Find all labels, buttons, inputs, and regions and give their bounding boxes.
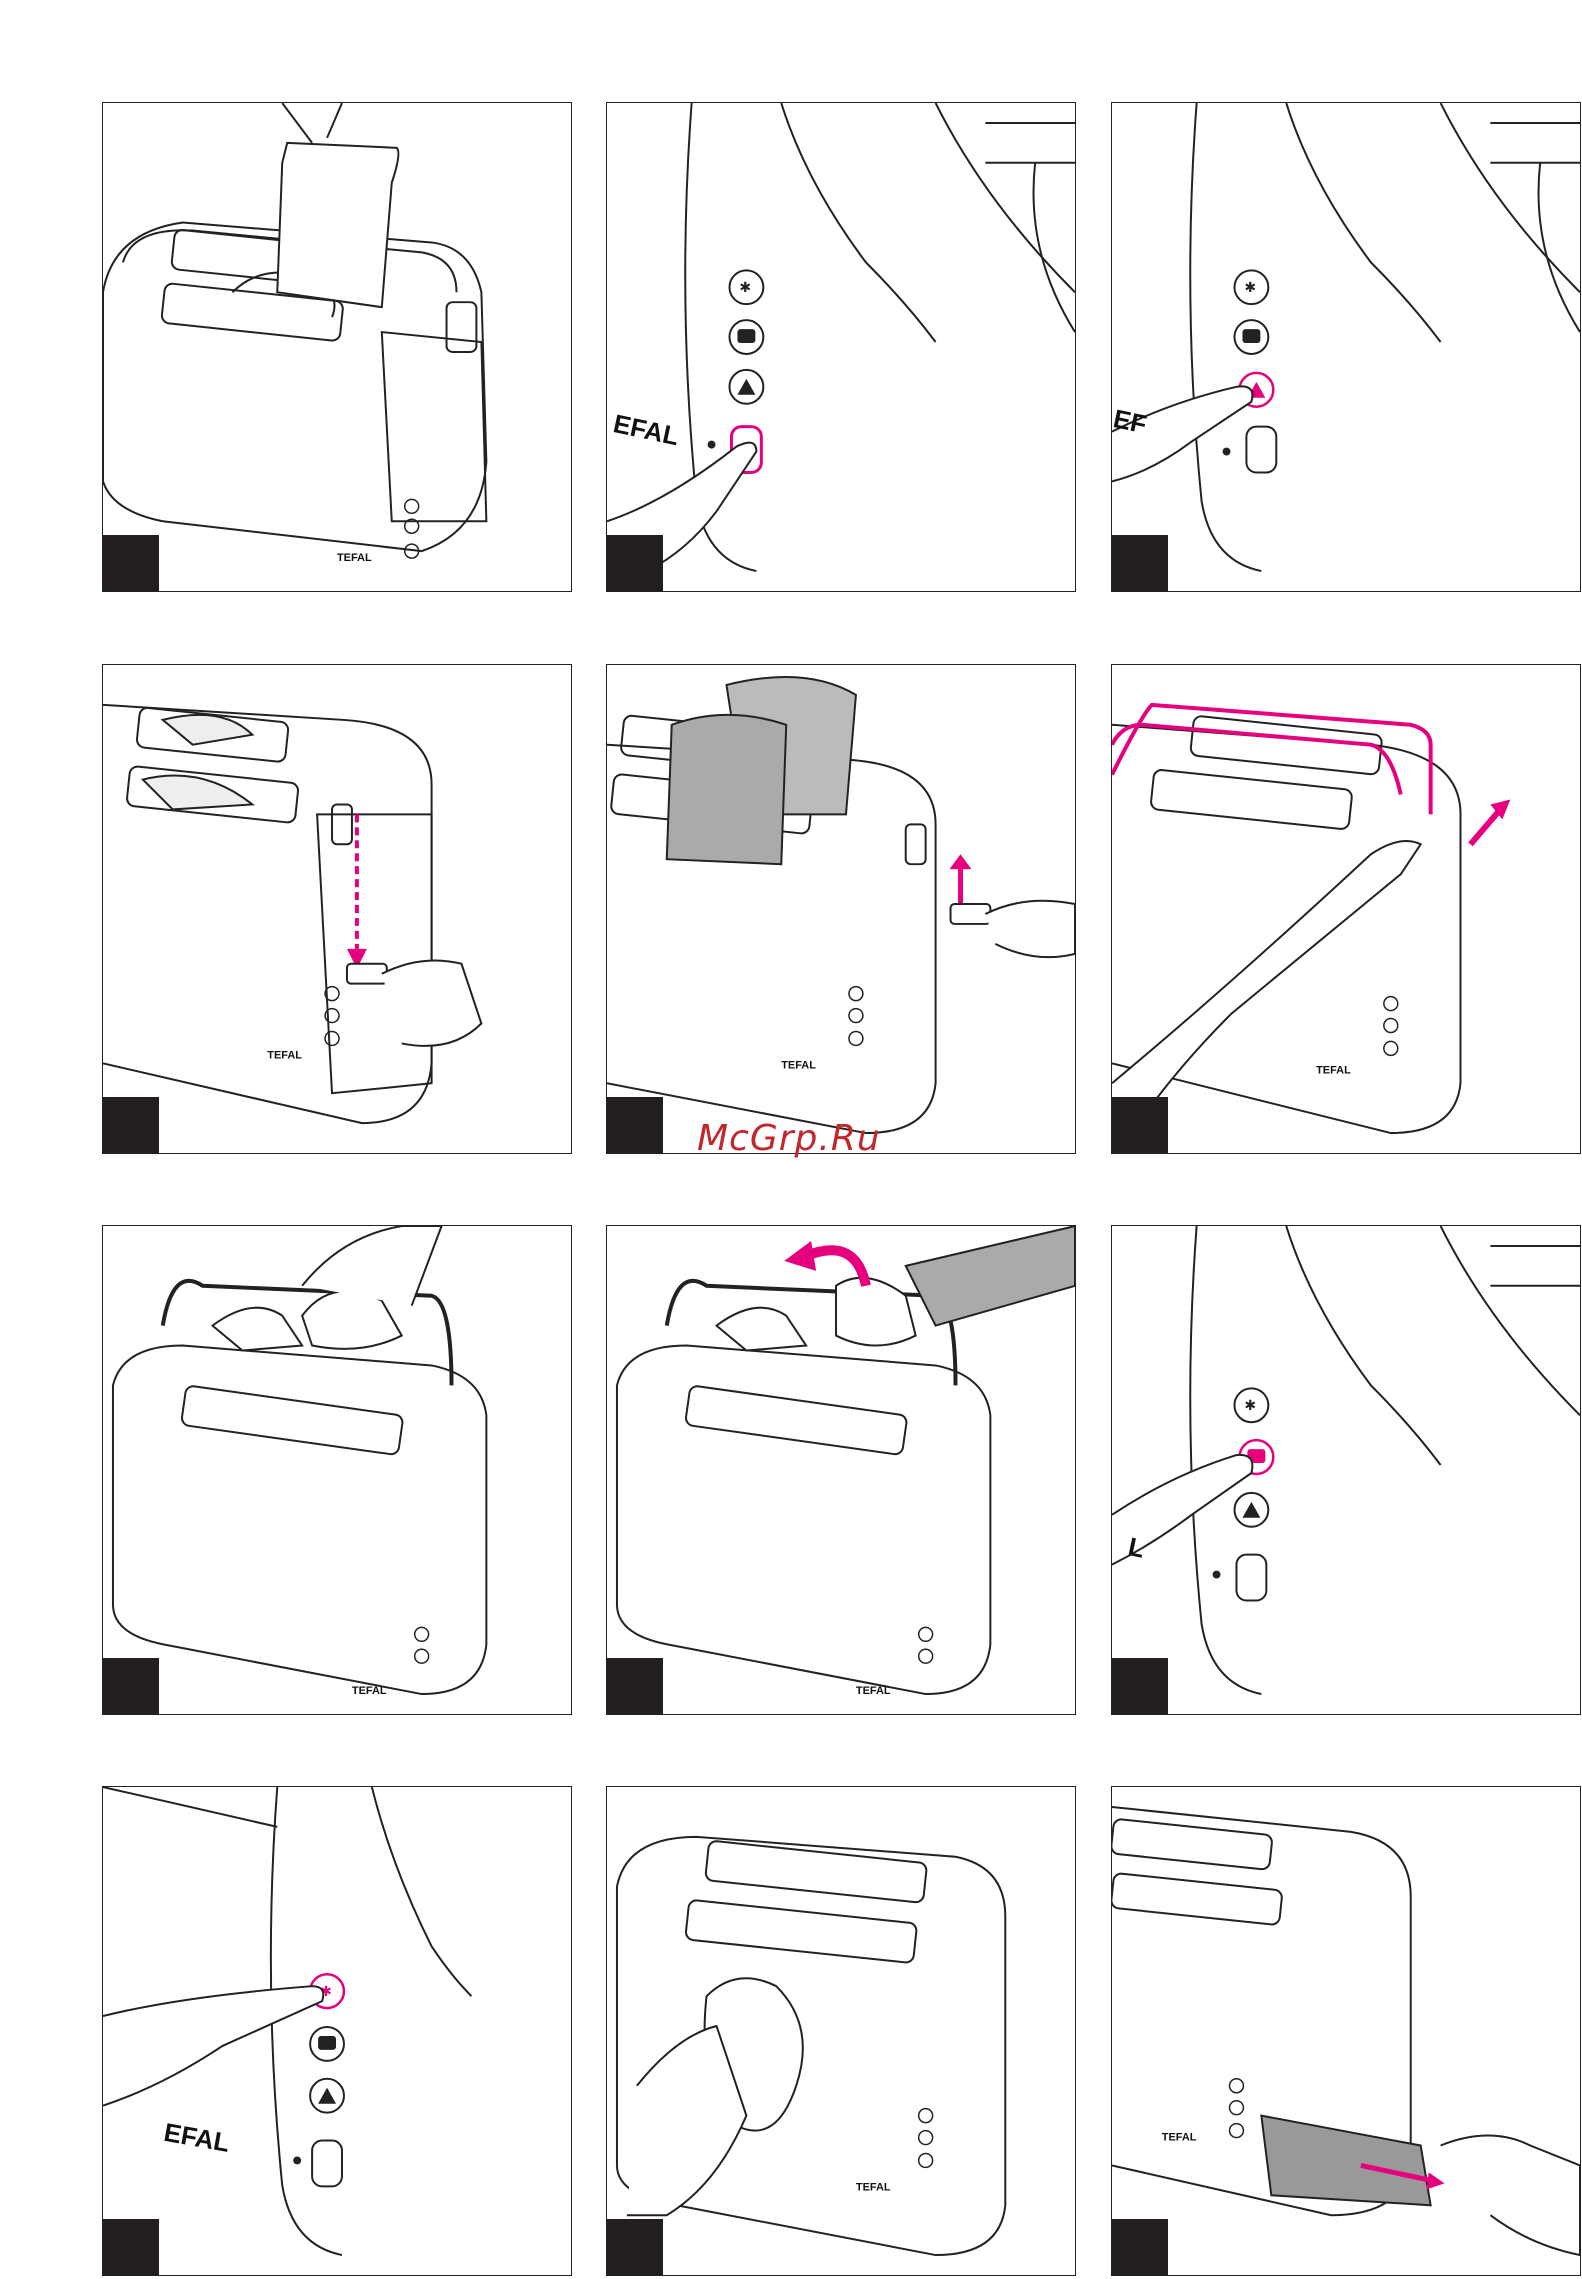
brand-label: TEFAL	[856, 1685, 891, 1697]
brand-label: TEFAL	[1162, 2132, 1197, 2144]
step-number-badge	[607, 535, 663, 591]
toaster-bun-rack-illustration: TEFAL	[1112, 665, 1580, 1153]
toaster-reheat-press-illustration: ✱ L	[1112, 1226, 1580, 1714]
step-number-badge	[103, 535, 159, 591]
step-panel-12: TEFAL	[1111, 1786, 1581, 2276]
svg-text:✱: ✱	[1244, 1397, 1256, 1413]
toaster-croissant-illustration: TEFAL	[103, 1226, 571, 1714]
step-panel-4: TEFAL	[102, 664, 572, 1154]
step-panel-3: ✱ EF	[1111, 102, 1581, 592]
step-number-badge	[607, 1097, 663, 1153]
svg-text:✱: ✱	[739, 279, 751, 295]
svg-text:✱: ✱	[1244, 279, 1256, 295]
step-panel-5: TEFAL	[606, 664, 1076, 1154]
step-panel-6: TEFAL	[1111, 664, 1581, 1154]
step-panel-8: TEFAL	[606, 1225, 1076, 1715]
brand-label: TEFAL	[781, 1059, 816, 1071]
step-panel-7: TEFAL	[102, 1225, 572, 1715]
step-panel-11: TEFAL	[606, 1786, 1076, 2276]
brand-label: TEFAL	[352, 1685, 387, 1697]
step-number-badge	[103, 1097, 159, 1153]
svg-text:EFAL: EFAL	[162, 2119, 232, 2158]
step-number-badge	[1112, 535, 1168, 591]
toaster-crumb-tray-illustration: TEFAL	[1112, 1787, 1580, 2275]
step-number-badge	[607, 1658, 663, 1714]
step-number-badge	[1112, 1658, 1168, 1714]
step-panel-9: ✱ L	[1111, 1225, 1581, 1715]
brand-label: TEFAL	[267, 1049, 302, 1061]
toaster-insert-bread-illustration: TEFAL	[103, 103, 571, 591]
step-number-badge	[103, 1658, 159, 1714]
toaster-lower-lever-illustration: TEFAL	[103, 665, 571, 1153]
brand-label: TEFAL	[1316, 1064, 1351, 1076]
step-number-badge	[103, 2219, 159, 2275]
step-number-badge	[607, 2219, 663, 2275]
svg-text:EFAL: EFAL	[611, 410, 682, 451]
toaster-tongs-illustration: TEFAL	[607, 1226, 1075, 1714]
step-number-badge	[1112, 2219, 1168, 2275]
toaster-cleaning-illustration: TEFAL	[607, 1787, 1075, 2275]
toaster-lift-lever-illustration: TEFAL	[607, 665, 1075, 1153]
toaster-defrost-press-illustration: ✱ EFAL	[103, 1787, 571, 2275]
step-panel-10: ✱ EFAL	[102, 1786, 572, 2276]
toaster-stop-press-illustration: ✱ EF	[1112, 103, 1580, 591]
step-number-badge	[1112, 1097, 1168, 1153]
step-panel-1: TEFAL	[102, 102, 572, 592]
toaster-button-press-illustration: ✱ EFAL	[607, 103, 1075, 591]
brand-label: TEFAL	[337, 552, 372, 564]
step-panel-2: ✱ EFAL	[606, 102, 1076, 592]
brand-label: TEFAL	[856, 2181, 891, 2193]
watermark-text: McGrp.Ru	[697, 1118, 881, 1159]
